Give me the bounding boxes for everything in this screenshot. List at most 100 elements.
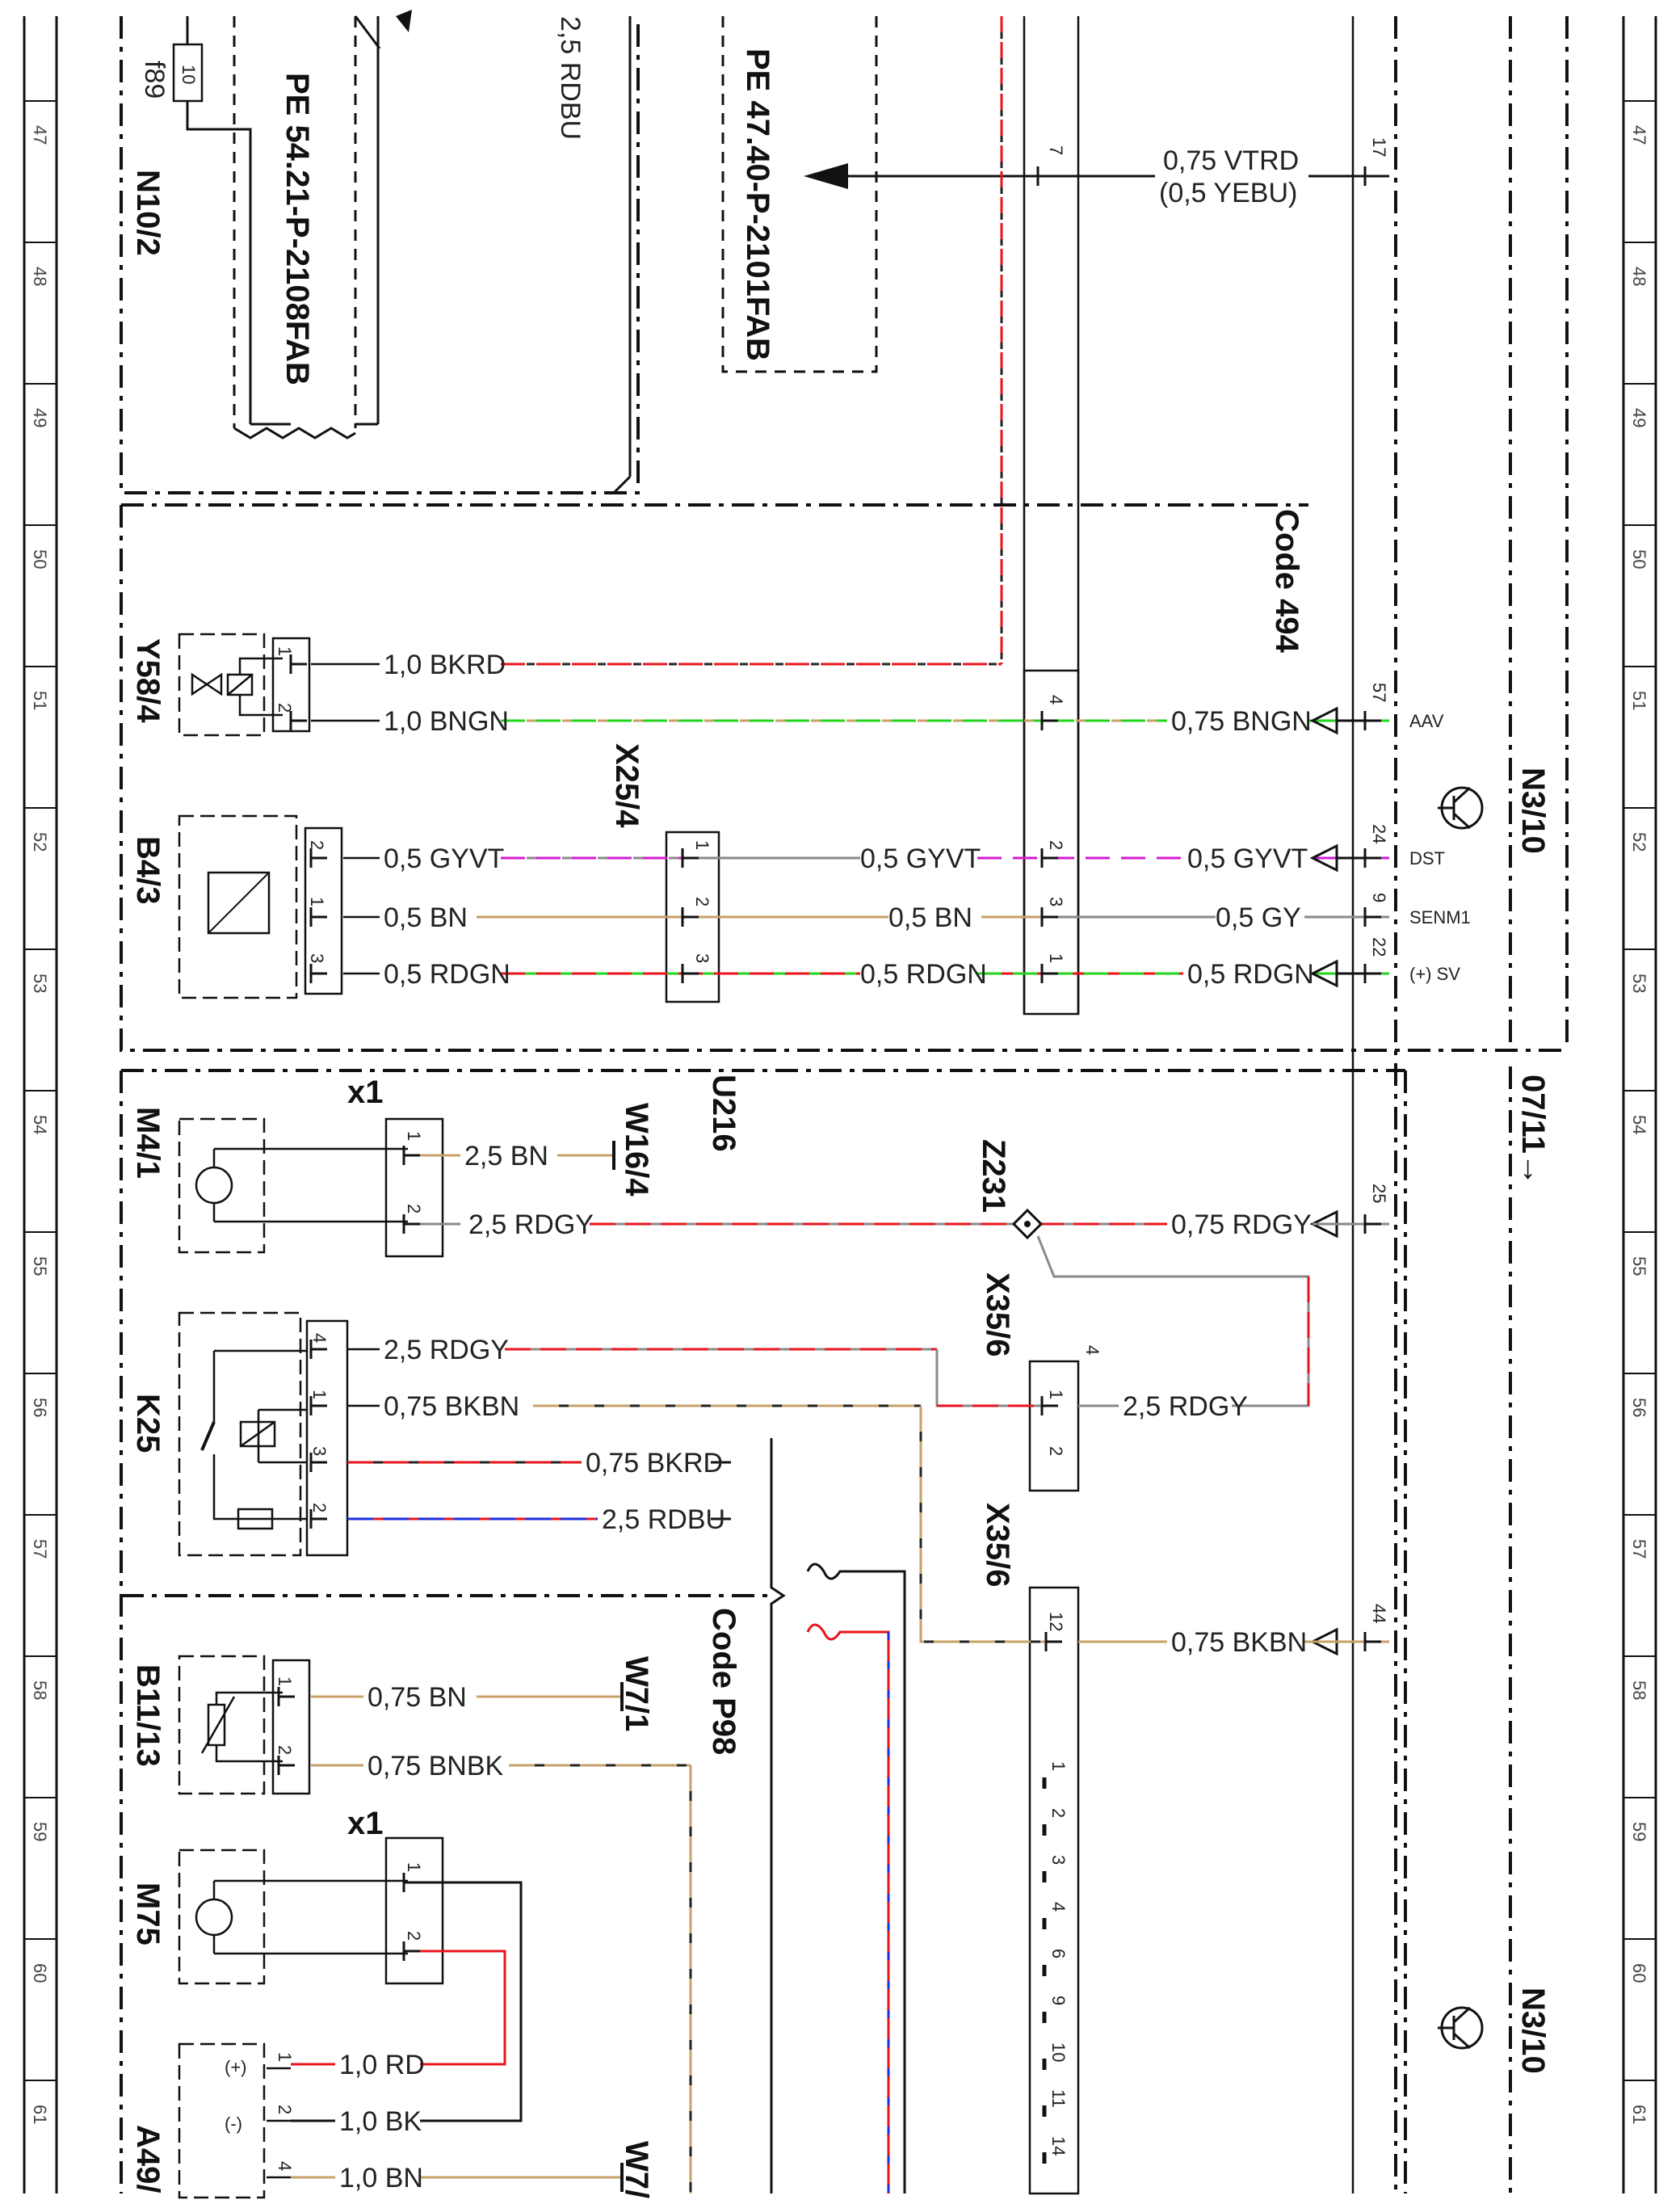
grid-number-left: 56: [30, 1398, 50, 1417]
n10-2-corner: [612, 475, 632, 494]
grid-number-right: 57: [1629, 1539, 1649, 1558]
x35-pin-number: 11: [1048, 2089, 1069, 2108]
x35-pin-number: 14: [1048, 2136, 1069, 2156]
wire-label-bn-a: 0,5 BN: [384, 902, 468, 933]
small-pin-number: 1: [1046, 953, 1066, 963]
connector-arrowheads: [1309, 706, 1365, 1656]
small-pin-number: 2: [404, 1204, 424, 1213]
b4-3-sensor-diag: [208, 872, 270, 934]
label-x35-6-upper: X35/6: [980, 1272, 1015, 1357]
pin-9: 9: [1369, 893, 1389, 902]
y58-4-coil-diag: [227, 674, 253, 696]
label-fuse: f89: [139, 61, 170, 99]
pin-22: 22: [1369, 937, 1389, 957]
wire-group-u216: [291, 1141, 1389, 2193]
small-pin-number: 2: [275, 2105, 295, 2114]
small-pin-number: 2: [275, 1745, 295, 1755]
y58-4-internal-leads: [238, 657, 283, 717]
wire-label-rdgn-b: 0,5 RDGN: [860, 959, 987, 990]
pin-stub: [1040, 848, 1058, 868]
y58-4-box: [178, 633, 266, 737]
grid-number-right: 61: [1629, 2105, 1649, 2124]
small-pin-number: 2: [275, 703, 295, 713]
m75-internal: [212, 1879, 408, 1955]
wire-label-rdgn-a: 0,5 RDGN: [384, 959, 510, 990]
wire-label-gyvt-a: 0,5 GYVT: [384, 843, 504, 874]
signal-sv: (+) SV: [1409, 964, 1460, 984]
grid-number-left: 48: [30, 267, 50, 286]
pin-stubs: [277, 166, 1381, 1961]
pin-minus: (-): [225, 2114, 242, 2134]
signal-aav: AAV: [1409, 711, 1444, 731]
pin-25: 25: [1369, 1184, 1389, 1203]
b11-13-box: [178, 1655, 266, 1795]
label-y58-4: Y58/4: [130, 638, 166, 723]
wire-label-rd-10: 1,0 RD: [339, 2050, 425, 2080]
wire-label-rdbu: 2,5 RDBU: [602, 1504, 725, 1535]
pin-stub: [1036, 166, 1054, 186]
grid-number-left: 61: [30, 2105, 50, 2124]
label-w7-b: W7/: [619, 2141, 654, 2198]
small-pin-number: 3: [309, 1446, 330, 1456]
grid-number-left: 59: [30, 1822, 50, 1841]
y58-4-connector: [271, 637, 311, 733]
label-top-wire: 2,5 RDBU: [555, 16, 586, 140]
label-pe54: PE 54.21-P-2108FAB: [279, 73, 315, 385]
grid-number-right: 58: [1629, 1680, 1649, 1700]
label-x35-6-lower: X35/6: [980, 1503, 1015, 1588]
x35-pin-number: 3: [1048, 1855, 1069, 1865]
small-pin-number: 1: [404, 1131, 424, 1141]
grid-number-left: 47: [30, 125, 50, 145]
small-pin-number: 1: [275, 2052, 295, 2062]
small-pin-number: 1: [404, 1862, 424, 1872]
wire-label-vtrd: 0,75 VTRD: [1163, 145, 1299, 176]
grid-number-left: 55: [30, 1256, 50, 1276]
x35-pin-number: 6: [1048, 1949, 1069, 1958]
b11-13-internal: [215, 1691, 283, 1763]
pin-stub: [402, 1941, 420, 1961]
wire-label-rdgy-25a: 2,5 RDGY: [468, 1209, 594, 1240]
pin-stub: [1363, 907, 1381, 927]
pe54-arrow-stub: [354, 15, 381, 49]
wire-label-rdgy-25b: 2,5 RDGY: [384, 1335, 509, 1365]
label-u216: U216: [706, 1075, 741, 1152]
small-pin-number: 1: [692, 840, 712, 850]
small-pin-number: 2: [307, 840, 327, 850]
pin-4: 4: [1046, 695, 1066, 705]
pin-stub: [681, 848, 699, 868]
pin-stub: [402, 1214, 420, 1234]
n3-10-bus-connector: [1023, 669, 1080, 1016]
k25-resistor-icon: [237, 1508, 274, 1530]
motor-icon: [195, 1166, 233, 1205]
pin-stub: [1040, 964, 1058, 983]
pin-stub: [309, 1509, 327, 1529]
y58-4-valve-icon: [191, 672, 223, 696]
pin-12: 12: [1046, 1612, 1066, 1631]
pin-stub: [309, 1453, 327, 1472]
pin-17: 17: [1369, 137, 1389, 157]
signal-dst: DST: [1409, 848, 1445, 869]
n10-2-boundary: [120, 16, 640, 494]
grid-number-left: 57: [30, 1539, 50, 1558]
grid-number-left: 53: [30, 974, 50, 993]
small-pin-number: 2: [404, 1931, 424, 1941]
wire-label-gyvt-c: 0,5 GYVT: [1187, 843, 1308, 874]
n3-10-transistor-icon-upper: [1438, 786, 1484, 830]
label-n10-2: N10/2: [130, 170, 166, 256]
x35-pin-number: 10: [1048, 2042, 1069, 2062]
m75-box: [178, 1849, 266, 1985]
m4-1-internal: [214, 1147, 408, 1223]
wire-label-bkrd-075: 0,75 BKRD: [586, 1448, 723, 1478]
pe54-box: [233, 16, 357, 428]
wire-label-bkbn-a: 0,75 BKBN: [384, 1391, 519, 1422]
small-pin-number: 1: [1046, 1390, 1066, 1399]
label-m75: M75: [130, 1882, 166, 1945]
grid-number-right: 59: [1629, 1822, 1649, 1841]
code494-boundary: [120, 505, 1567, 1052]
u216-boundary: [120, 1069, 1405, 2193]
small-pin-number: 4: [275, 2161, 295, 2171]
k25-internal: [212, 1349, 307, 1521]
label-w7-1: W7/1: [619, 1656, 654, 1731]
x35-6-lower-connector: [1028, 1586, 1080, 2195]
